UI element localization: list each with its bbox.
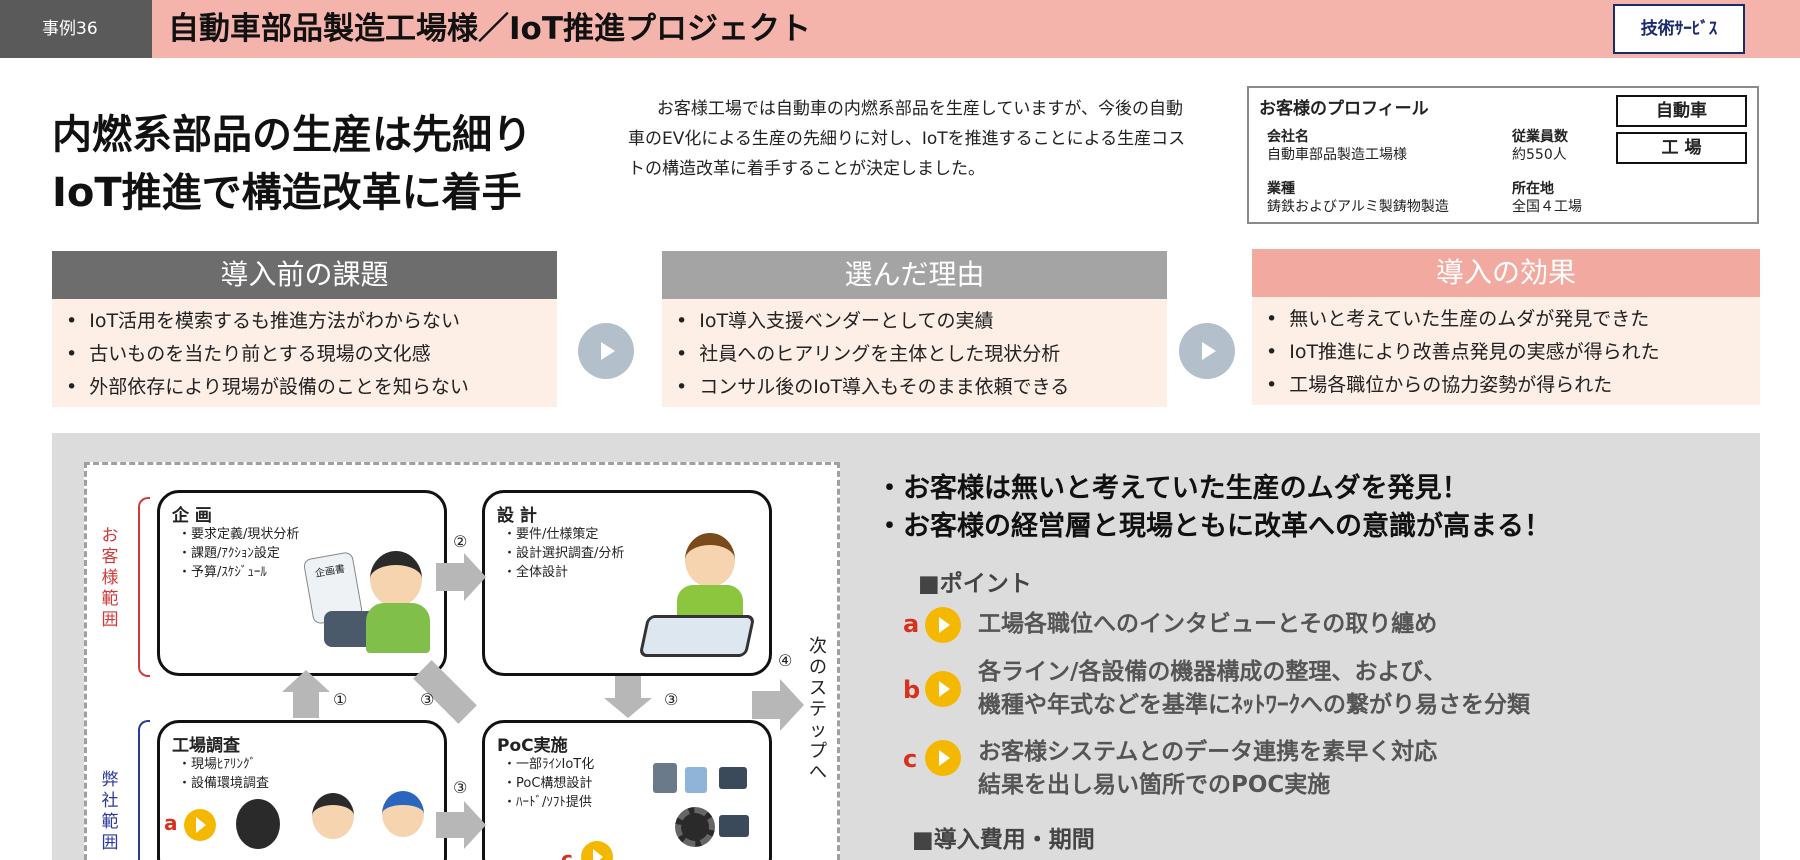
flow-arrow-down bbox=[615, 676, 641, 698]
worker-body-illustration bbox=[366, 603, 430, 653]
next-arrow-icon bbox=[578, 323, 634, 379]
list-item: 古いものを当たり前とする現場の文化感 bbox=[66, 338, 557, 371]
company-value: 自動車部品製造工場様 bbox=[1267, 147, 1407, 163]
flow-arrow-next-head bbox=[780, 679, 804, 731]
flow-arrow-up bbox=[293, 690, 319, 718]
customer-scope-bracket bbox=[138, 497, 150, 677]
step-title: 企 画 bbox=[172, 506, 212, 526]
point-letter: a bbox=[903, 610, 920, 638]
step-number: ③ bbox=[664, 690, 679, 709]
blueprint-tablet-illustration bbox=[638, 615, 756, 657]
company-label: 会社名 bbox=[1267, 129, 1309, 145]
column-challenges-list: IoT活用を模索するも推進方法がわからない 古いものを当たり前とする現場の文化感… bbox=[52, 299, 557, 407]
factory-icon bbox=[719, 815, 749, 837]
play-icon bbox=[184, 809, 216, 841]
step-number: ③ bbox=[420, 690, 435, 709]
step-number: ③ bbox=[453, 778, 468, 797]
step-number: ④ bbox=[778, 651, 793, 670]
industry-tag-factory: 工 場 bbox=[1616, 132, 1747, 164]
point-marker-a: a bbox=[164, 811, 178, 835]
point-letter: b bbox=[903, 676, 921, 704]
point-letter: c bbox=[903, 745, 918, 773]
column-effects-list: 無いと考えていた生産のムダが発見できた IoT推進により改善点発見の実感が得られ… bbox=[1252, 297, 1760, 405]
highlight-line-1: ・お客様は無いと考えていた生産のムダを発見！ bbox=[876, 473, 1469, 504]
factory-icon bbox=[719, 767, 747, 789]
our-scope-bracket bbox=[138, 720, 150, 860]
step-number: ① bbox=[333, 690, 348, 709]
points-heading: ■ポイント bbox=[918, 571, 1032, 597]
page-title: 自動車部品製造工場様／IoT推進プロジェクト bbox=[168, 11, 811, 47]
service-category-badge: 技術ｻｰﾋﾞｽ bbox=[1613, 4, 1745, 54]
server-icon bbox=[653, 763, 677, 793]
factory-worker-illustration bbox=[382, 791, 424, 837]
flow-step-poc: PoC実施 ・一部ﾗｲﾝIoT化 ・PoC構想設計 ・ﾊｰﾄﾞ/ｿﾌﾄ提供 c bbox=[482, 720, 772, 860]
location-value: 全国４工場 bbox=[1512, 199, 1582, 215]
manager-illustration bbox=[312, 793, 354, 839]
step-items: ・要求定義/現状分析 ・課題/ｱｸｼｮﾝ設定 ・予算/ｽｹｼﾞｭｰﾙ bbox=[178, 527, 300, 580]
step-title: PoC実施 bbox=[497, 736, 568, 756]
interviewer-illustration bbox=[236, 799, 280, 849]
industry-label: 業種 bbox=[1267, 181, 1295, 197]
next-step-label: 次のステップへ bbox=[809, 636, 827, 783]
header-bar bbox=[0, 0, 1800, 58]
point-text: お客様システムとのデータ連携を素早く対応 結果を出し易い箇所でのPOC実施 bbox=[978, 739, 1438, 798]
step-items: ・一部ﾗｲﾝIoT化 ・PoC構想設計 ・ﾊｰﾄﾞ/ｿﾌﾄ提供 bbox=[503, 757, 595, 810]
point-text: 各ライン/各設備の機器構成の整理、および、 機種や年式などを基準にﾈｯﾄﾜｰｸへ… bbox=[978, 659, 1530, 718]
play-icon bbox=[581, 841, 613, 860]
play-icon bbox=[925, 740, 961, 776]
step-number: ② bbox=[453, 532, 468, 551]
customer-scope-label: お客様範囲 bbox=[101, 526, 119, 630]
column-effects-header: 導入の効果 bbox=[1252, 249, 1760, 297]
list-item: 無いと考えていた生産のムダが発見できた bbox=[1266, 303, 1760, 336]
column-reasons-header: 選んだ理由 bbox=[662, 251, 1167, 299]
headline-line-2: IoT推進で構造改革に着手 bbox=[52, 170, 522, 216]
list-item: 外部依存により現場が設備のことを知らない bbox=[66, 371, 557, 404]
intro-paragraph: お客様工場では自動車の内燃系部品を生産していますが、今後の自動車のEV化による生… bbox=[628, 99, 1186, 179]
case-number-label: 事例36 bbox=[0, 0, 152, 58]
cost-period-heading: ■導入費用・期間 bbox=[912, 827, 1095, 853]
list-item: IoT導入支援ベンダーとしての実績 bbox=[676, 305, 1167, 338]
step-title: 設 計 bbox=[497, 506, 537, 526]
flow-arrow-right-head bbox=[464, 553, 486, 601]
our-scope-label: 弊社範囲 bbox=[101, 770, 119, 853]
industry-value: 鋳鉄およびアルミ製鋳物製造 bbox=[1267, 199, 1449, 215]
point-text: 工場各職位へのインタビューとその取り纏め bbox=[978, 611, 1438, 637]
profile-heading: お客様のプロフィール bbox=[1259, 99, 1429, 119]
flow-arrow-next bbox=[752, 691, 780, 719]
employees-value: 約550人 bbox=[1512, 147, 1567, 163]
customer-profile-box: お客様のプロフィール 会社名 自動車部品製造工場様 従業員数 約550人 業種 … bbox=[1247, 86, 1759, 224]
headline: 内燃系部品の生産は先細り IoT推進で構造改革に着手 bbox=[52, 106, 532, 222]
flow-step-factory-survey: 工場調査 ・現場ﾋｱﾘﾝｸﾞ ・設備環境調査 a bbox=[157, 720, 447, 860]
document-icon bbox=[685, 767, 707, 793]
employees-label: 従業員数 bbox=[1512, 129, 1568, 145]
step-items: ・要件/仕様策定 ・設計選択調査/分析 ・全体設計 bbox=[503, 527, 625, 580]
list-item: 工場各職位からの協力姿勢が得られた bbox=[1266, 369, 1760, 402]
next-arrow-icon bbox=[1179, 323, 1235, 379]
flow-arrow-right-head bbox=[464, 801, 486, 849]
list-item: IoT推進により改善点発見の実感が得られた bbox=[1266, 336, 1760, 369]
play-icon bbox=[925, 607, 961, 643]
location-label: 所在地 bbox=[1512, 181, 1554, 197]
list-item: 社員へのヒアリングを主体とした現状分析 bbox=[676, 338, 1167, 371]
list-item: IoT活用を模索するも推進方法がわからない bbox=[66, 305, 557, 338]
column-reasons-list: IoT導入支援ベンダーとしての実績 社員へのヒアリングを主体とした現状分析 コン… bbox=[662, 299, 1167, 407]
gear-icon bbox=[675, 807, 715, 847]
play-icon bbox=[925, 671, 961, 707]
step-title: 工場調査 bbox=[172, 736, 240, 756]
worker-head-illustration bbox=[370, 551, 422, 607]
step-items: ・現場ﾋｱﾘﾝｸﾞ ・設備環境調査 bbox=[178, 757, 270, 791]
flow-step-plan: 企 画 ・要求定義/現状分析 ・課題/ｱｸｼｮﾝ設定 ・予算/ｽｹｼﾞｭｰﾙ 企… bbox=[157, 490, 447, 676]
industry-tag-automotive: 自動車 bbox=[1616, 95, 1747, 127]
column-challenges-header: 導入前の課題 bbox=[52, 251, 557, 299]
engineer-head-illustration bbox=[685, 533, 735, 587]
flow-arrow-up-head bbox=[282, 670, 330, 692]
highlight-line-2: ・お客様の経営層と現場ともに改革への意識が高まる！ bbox=[876, 511, 1551, 542]
headline-line-1: 内燃系部品の生産は先細り bbox=[52, 112, 532, 158]
flow-arrow-right bbox=[436, 563, 464, 591]
flow-arrow-right bbox=[436, 812, 464, 838]
flow-arrow-down-head bbox=[604, 698, 652, 718]
list-item: コンサル後のIoT導入もそのまま依頼できる bbox=[676, 371, 1167, 404]
point-marker-c: c bbox=[561, 847, 573, 860]
flow-step-design: 設 計 ・要件/仕様策定 ・設計選択調査/分析 ・全体設計 bbox=[482, 490, 772, 676]
